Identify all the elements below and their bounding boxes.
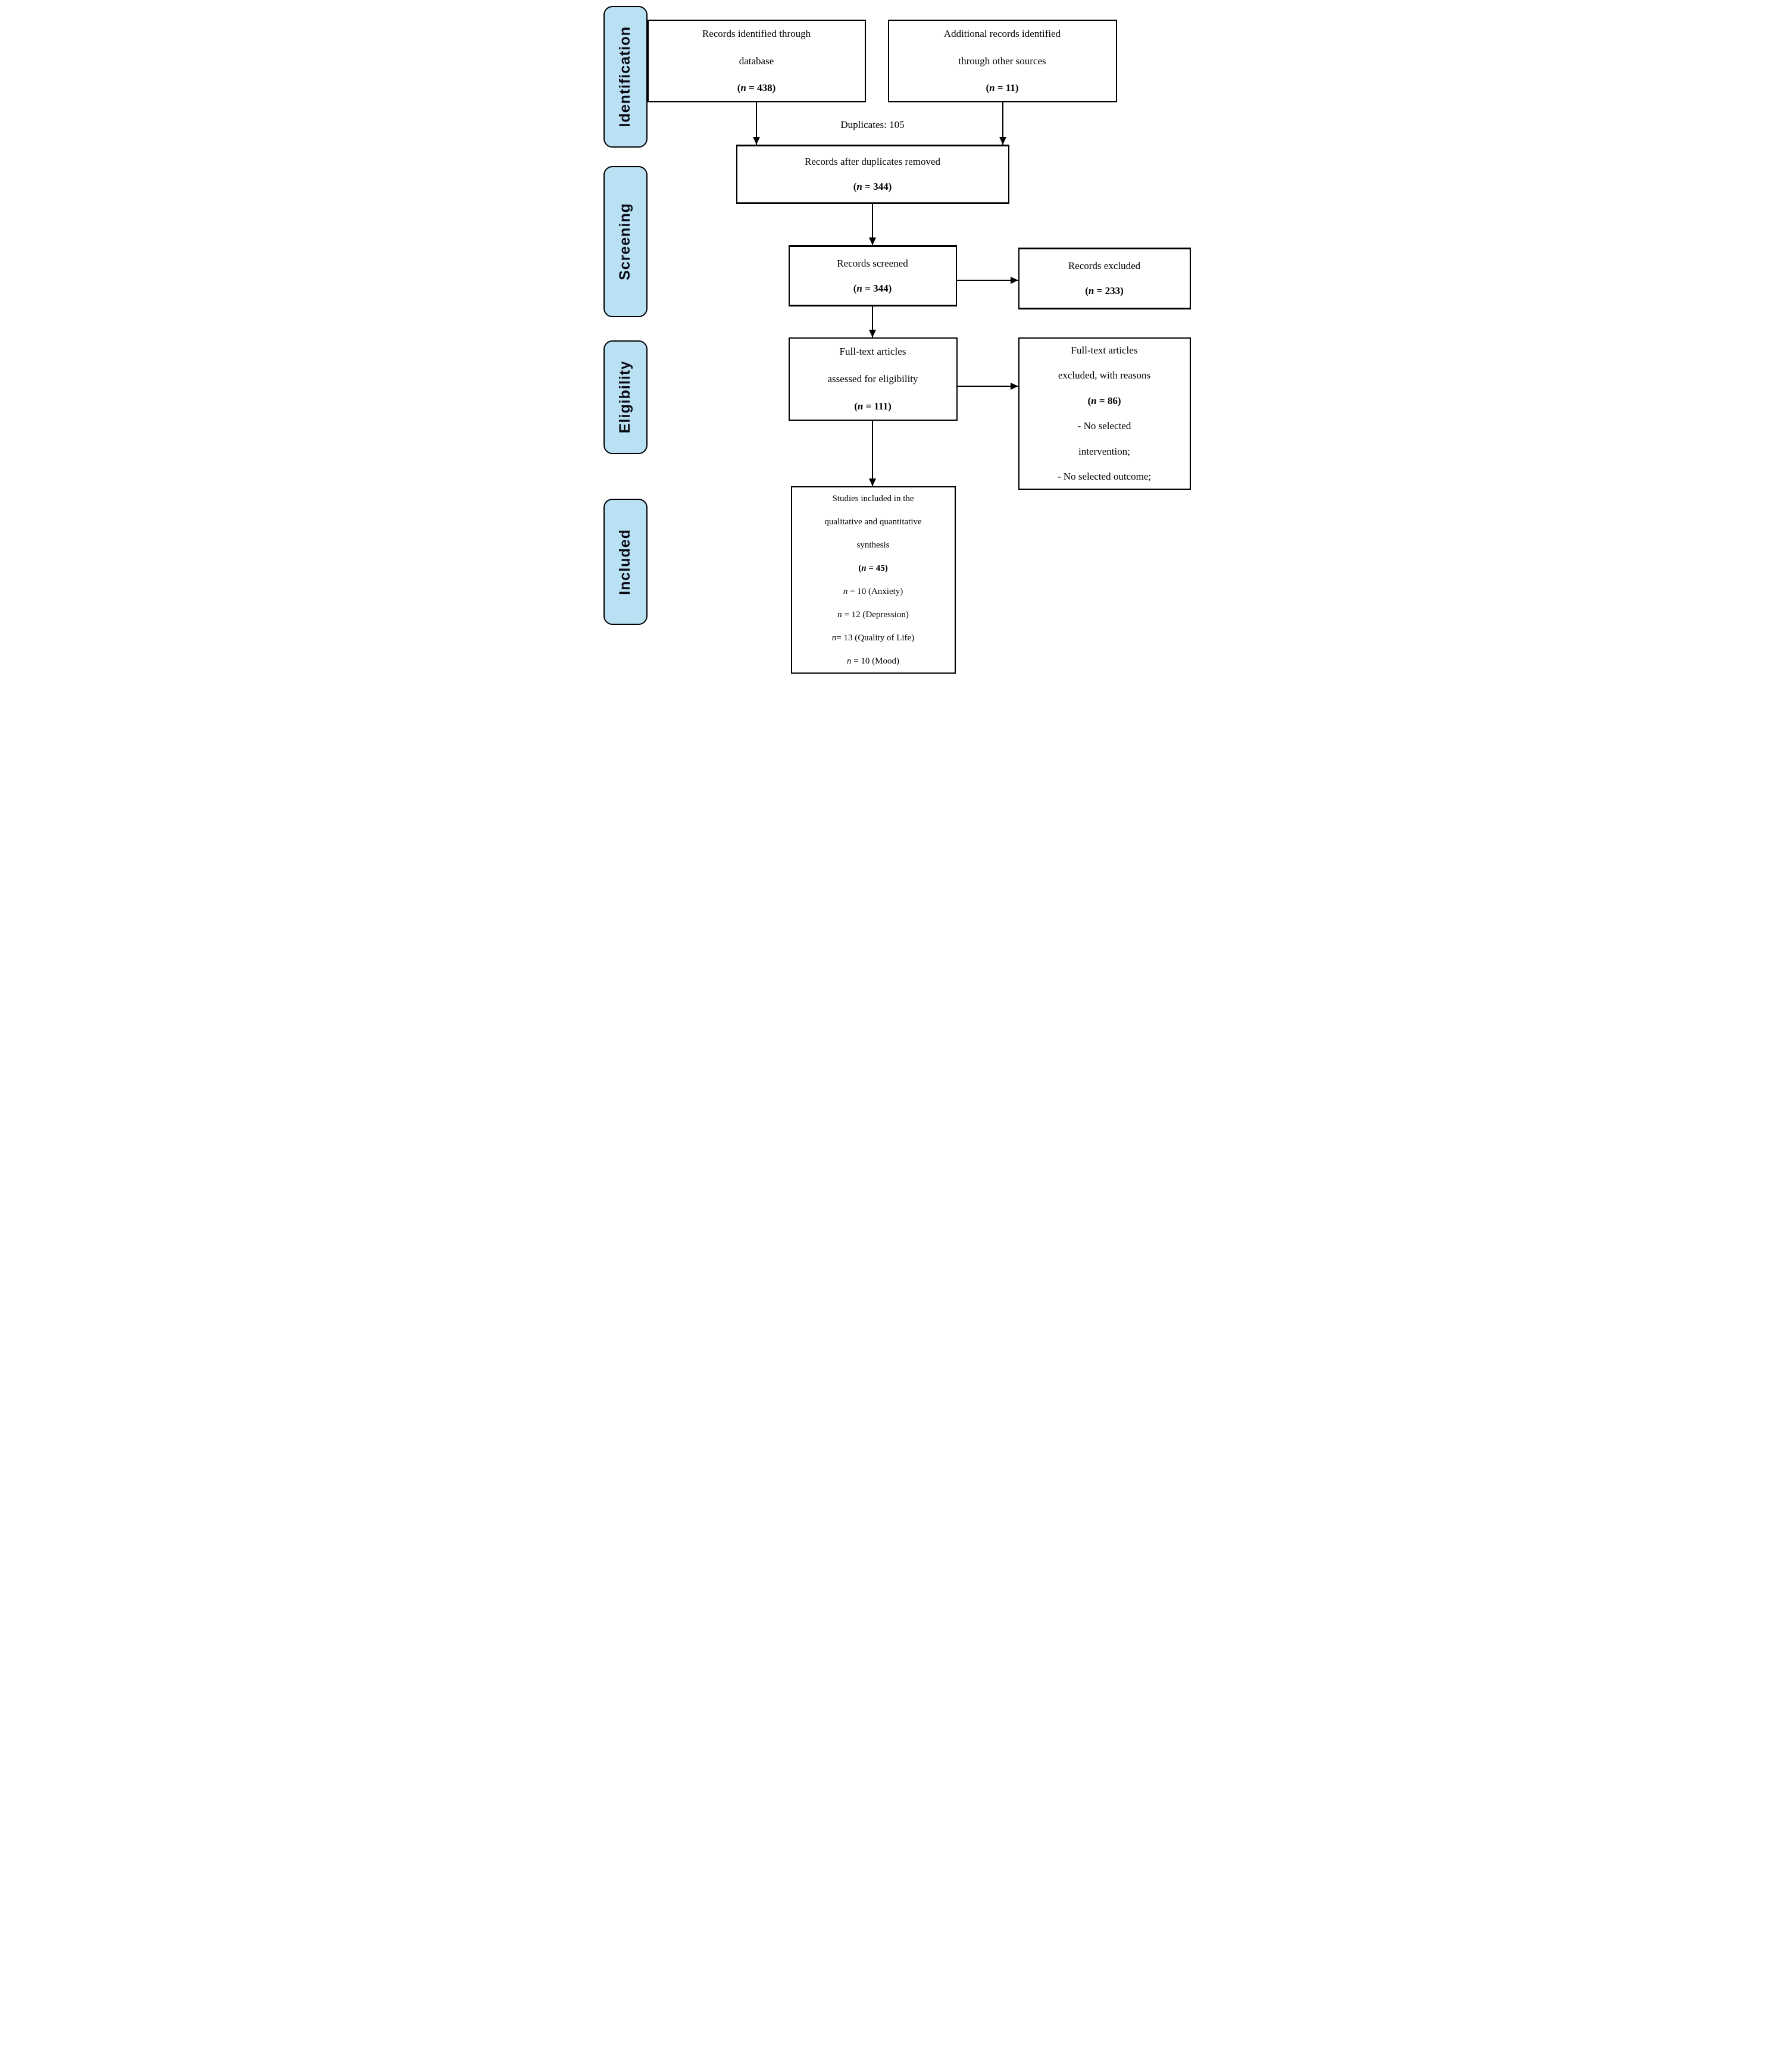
box-line: Additional records identified <box>943 27 1061 39</box>
exclusion-reason-line: - No selected outcome; <box>1057 471 1152 482</box>
records-excluded-box: Records excluded (n = 233) <box>1018 248 1191 309</box>
arrow-identified-to-dedup <box>752 102 760 145</box>
count-line: (n = 233) <box>1085 285 1124 296</box>
box-line: Records after duplicates removed <box>805 156 940 168</box>
fulltext-assessed-box: Full-text articles assessed for eligibil… <box>788 337 958 421</box>
count-line: (n = 45) <box>858 563 888 573</box>
count-line: (n = 438) <box>737 82 776 94</box>
box-line: Records identified through <box>702 27 811 39</box>
duplicates-note: Duplicates: 105 <box>840 119 905 130</box>
stage-screening-label: Screening <box>617 203 633 280</box>
arrow-screened-to-assessed <box>868 306 876 337</box>
box-line: database <box>739 55 774 67</box>
count-line: (n = 344) <box>853 282 892 294</box>
arrow-additional-to-dedup <box>999 102 1006 145</box>
box-line: excluded, with reasons <box>1058 370 1151 381</box>
prisma-flow-diagram: Identification Screening Eligibility Inc… <box>597 0 1195 684</box>
additional-records-box: Additional records identified through ot… <box>887 20 1117 102</box>
box-line: through other sources <box>958 55 1046 67</box>
stage-eligibility-label: Eligibility <box>617 361 633 434</box>
box-line: Studies included in the <box>832 493 914 503</box>
stage-screening: Screening <box>603 166 648 317</box>
count-line: (n = 11) <box>986 82 1019 94</box>
arrow-assessed-to-fulltext-excluded <box>957 383 1018 390</box>
breakdown-line: n = 12 (Depression) <box>837 609 909 620</box>
count-line: (n = 111) <box>854 400 892 412</box>
fulltext-excluded-box: Full-text articles excluded, with reason… <box>1018 337 1191 490</box>
arrow-dedup-to-screened <box>868 204 876 245</box>
stage-eligibility: Eligibility <box>603 340 648 454</box>
count-line: (n = 86) <box>1087 395 1121 406</box>
stage-included: Included <box>603 499 648 625</box>
records-screened-box: Records screened (n = 344) <box>788 245 957 306</box>
count-line: (n = 344) <box>853 181 892 192</box>
after-duplicates-box: Records after duplicates removed (n = 34… <box>736 145 1009 204</box>
box-line: qualitative and quantitative <box>824 517 922 527</box>
box-line: Full-text articles <box>1071 344 1138 356</box>
breakdown-line: n= 13 (Quality of Life) <box>831 633 915 643</box>
breakdown-line: n = 10 (Mood) <box>846 656 900 666</box>
box-line: Records screened <box>837 257 908 269</box>
breakdown-line: n = 10 (Anxiety) <box>843 586 903 596</box>
exclusion-reason-line: intervention; <box>1078 445 1130 457</box>
studies-included-box: Studies included in the qualitative and … <box>790 486 956 674</box>
box-line: Records excluded <box>1068 260 1141 272</box>
exclusion-reason-line: - No selected <box>1077 420 1131 431</box>
stage-included-label: Included <box>617 528 633 595</box>
box-line: Full-text articles <box>839 346 906 358</box>
box-line: synthesis <box>856 540 890 550</box>
records-identified-box: Records identified through database (n =… <box>647 20 866 102</box>
arrow-screened-to-excluded <box>956 277 1018 284</box>
stage-identification-label: Identification <box>617 26 633 127</box>
box-line: assessed for eligibility <box>827 373 918 385</box>
stage-identification: Identification <box>603 6 648 148</box>
arrow-assessed-to-included <box>868 421 876 486</box>
